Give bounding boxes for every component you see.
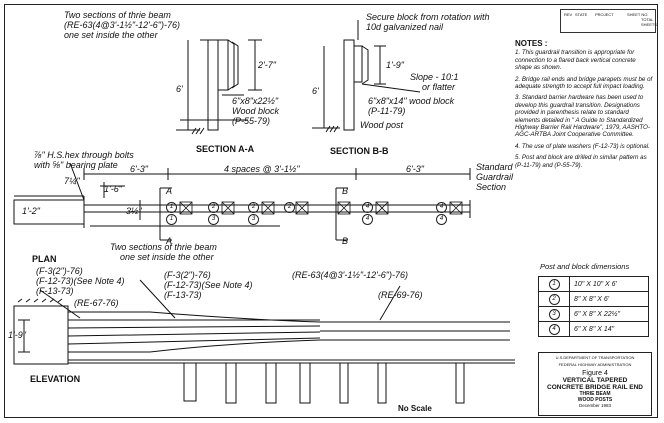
elev-mid-note-1: (F-3(2")-76): [164, 270, 211, 280]
section-bb-drawing: [312, 20, 421, 133]
project-header: PROJECT: [595, 12, 614, 17]
section-bb-block-line1: 6"x8"x14" wood block: [368, 96, 455, 106]
post-block-title: Post and block dimensions: [540, 262, 630, 271]
plan-standard-line2: Guardrail: [476, 172, 514, 182]
section-bb-callout-line1: Secure block from rotation with: [366, 12, 490, 22]
section-bb-block-line2: (P-11-79): [368, 106, 406, 116]
drawing-sheet: [4, 4, 658, 418]
note-item: 5. Post and block are drilled in similar…: [515, 154, 647, 169]
plan-post-id: 1: [166, 200, 177, 213]
notes-panel: NOTES : 1. This guardrail transition is …: [515, 39, 653, 173]
note-item: 1. This guardrail transition is appropri…: [515, 49, 636, 72]
section-aa-block-line3: (P-55-79): [232, 116, 271, 126]
plan-dim-3-1-2: 3½": [126, 206, 142, 216]
plan-post-id: 4: [362, 200, 373, 213]
title-block: U.S.DEPARTMENT OF TRANSPORTATION FEDERAL…: [538, 352, 652, 416]
plan-standard-line3: Section: [476, 182, 507, 192]
plan-dim-7-1-4: 7¼": [64, 176, 80, 186]
no-scale-label: No Scale: [398, 404, 432, 413]
plan-post-id: 3: [248, 212, 259, 225]
revision-block: REV STATE PROJECT SHEET NO. TOTAL SHEETS: [560, 9, 658, 33]
plan-thrie-line1: Two sections of thrie beam: [110, 242, 217, 252]
title-line2: CONCRETE BRIDGE RAIL END: [547, 384, 643, 391]
section-aa-height2: 6': [176, 84, 183, 94]
section-aa-callout-line3: one set inside the other: [64, 30, 158, 40]
elev-right-top: (RE-63(4@3'-1½"-12'-6")-76): [292, 270, 408, 280]
plan-cut-b-bottom: B: [342, 236, 349, 246]
elev-mid-note-3: (F-13-73): [164, 290, 202, 300]
total-sheets-header: TOTAL SHEETS: [641, 17, 658, 27]
section-bb-callout-line2: 10d galvanized nail: [366, 22, 444, 32]
plan-cut-a-top: A: [166, 186, 173, 196]
plan-post-id: 2: [284, 200, 295, 213]
agency-line2: FEDERAL HIGHWAY ADMINISTRATION: [558, 362, 632, 367]
plan-post-id: 2: [248, 200, 259, 213]
section-bb-slope-line1: Slope - 10:1: [410, 72, 459, 82]
plan-post-id: 1: [166, 212, 177, 225]
note-item: 2. Bridge rail ends and bridge parapets …: [515, 75, 653, 91]
plan-post-id: 4: [362, 212, 373, 225]
note-item: 3. Standard barrier hardware has been us…: [515, 94, 650, 139]
plan-dim-right-span: 6'-3": [406, 164, 424, 174]
plan-dim-1-6: 1'-6": [104, 184, 122, 194]
elev-left-note-2: (F-12-73)(See Note 4): [36, 276, 125, 286]
elevation-title: ELEVATION: [30, 374, 81, 384]
sheet-no-header: SHEET NO.: [627, 12, 649, 17]
plan-bolts-line1: ⅞" H.S.hex through bolts: [34, 150, 134, 160]
title-date: December 1983: [578, 403, 612, 408]
section-aa-callout-line1: Two sections of thrie beam: [64, 10, 171, 20]
note-item: 4. The use of plate washers (F-12-73) is…: [515, 142, 650, 150]
figure-number: Figure 4: [582, 370, 608, 377]
plan-cut-b-top: B: [342, 186, 349, 196]
plan-standard-line1: Standard: [476, 162, 513, 172]
plan-dim-left-span: 6'-3": [130, 164, 148, 174]
subtitle-line2: WOOD POSTS: [577, 397, 613, 403]
plan-post-id: 4: [436, 200, 447, 213]
plan-drawing: [13, 162, 471, 241]
section-aa-drawing: [176, 39, 262, 135]
section-bb-height: 1'-9": [386, 60, 404, 70]
section-bb-height2: 6': [312, 86, 319, 96]
plan-dim-middle-span: 4 spaces @ 3'-1½": [224, 164, 300, 174]
notes-heading: NOTES :: [515, 39, 548, 48]
section-bb-slope-line2: or flatter: [422, 82, 456, 92]
section-bb-post: Wood post: [360, 120, 404, 130]
elevation-drawing: [13, 279, 515, 404]
elev-left-note-3: (F-13-73): [36, 286, 74, 296]
plan-post-id: 4: [436, 212, 447, 225]
plan-bolts-line2: with ⅝" bearing plate: [34, 160, 118, 170]
section-aa-block-line1: 6"x8"x22½": [232, 96, 279, 106]
elev-left-rail: (RE-67-76): [74, 298, 119, 308]
plan-cut-a-bottom: A: [166, 236, 173, 246]
plan-posts: [179, 201, 463, 215]
section-bb-title: SECTION B-B: [330, 146, 389, 156]
section-aa-callout-line2: (RE-63(4@3'-1½"-12'-6")-76): [64, 20, 180, 30]
elev-height: 1'-9": [8, 330, 26, 340]
agency-line1: U.S.DEPARTMENT OF TRANSPORTATION: [555, 355, 635, 360]
elev-mid-note-2: (F-12-73)(See Note 4): [164, 280, 253, 290]
title-line1: VERTICAL TAPERED: [562, 377, 628, 384]
elev-left-note-1: (F-3(2")-76): [36, 266, 83, 276]
section-aa-title: SECTION A-A: [196, 144, 255, 154]
plan-post-id: 3: [208, 212, 219, 225]
plan-post-id: 2: [208, 200, 219, 213]
subtitle-line1: THRIE BEAM: [579, 391, 611, 397]
plan-title: PLAN: [32, 254, 57, 264]
plan-dim-1-2: 1'-2": [22, 206, 40, 216]
elev-right-rail: (RE-69-76): [378, 290, 423, 300]
section-aa-block-line2: Wood block: [232, 106, 280, 116]
state-header: STATE: [575, 12, 588, 17]
section-aa-height: 2'-7": [258, 60, 276, 70]
rev-header: REV: [564, 12, 573, 17]
plan-thrie-line2: one set inside the other: [120, 252, 214, 262]
